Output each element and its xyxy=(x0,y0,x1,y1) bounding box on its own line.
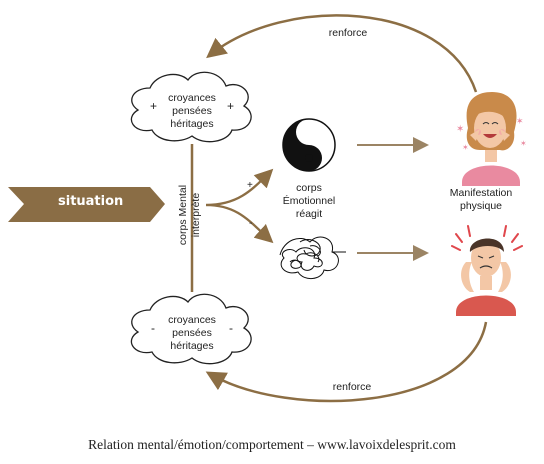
svg-text:✶: ✶ xyxy=(516,117,524,127)
fork-upper-arrow xyxy=(205,168,274,207)
vertical-line-2: interprète xyxy=(190,192,202,238)
manifestation-line-1: Manifestation xyxy=(449,187,513,199)
body-line-1: corps xyxy=(296,182,322,194)
top-reinforce-arrow xyxy=(206,14,478,93)
figure-caption: Relation mental/émotion/comportement – w… xyxy=(88,437,456,452)
top-cloud-line-2: pensées xyxy=(172,105,212,117)
bottom-renforce-label: renforce xyxy=(332,381,372,393)
bottom-cloud-line-3: héritages xyxy=(170,340,214,352)
situation-label: situation xyxy=(58,194,124,209)
top-cloud-line-3: héritages xyxy=(170,118,214,130)
tangled-scribble-icon xyxy=(279,236,346,279)
bottom-belief-cloud xyxy=(130,293,252,365)
top-cloud-line-1: croyances xyxy=(168,92,216,104)
body-line-2: Émotionnel xyxy=(282,195,336,207)
bottom-cloud-text: croyances pensées héritages xyxy=(152,314,232,353)
bottom-cloud-line-2: pensées xyxy=(172,327,212,339)
svg-text:✶: ✶ xyxy=(456,124,464,135)
top-cloud-sign-right: + xyxy=(227,99,235,113)
manifestation-label: Manifestation physique xyxy=(432,187,530,213)
mental-interprets-label: corps Mental interprète xyxy=(177,165,207,265)
manifestation-line-2: physique xyxy=(459,200,503,212)
fork-minus-sign: - xyxy=(249,218,253,229)
vertical-line-1: corps Mental xyxy=(177,184,189,246)
body-line-3: réagit xyxy=(295,208,323,220)
bottom-reinforce-arrow xyxy=(205,321,488,403)
fork-lower-arrow xyxy=(205,203,274,244)
top-renforce-label: renforce xyxy=(328,27,368,39)
top-cloud-text: croyances pensées héritages xyxy=(152,92,232,131)
happy-woman-icon: ✶ ✶ ✶ ✶ xyxy=(456,92,527,186)
bottom-cloud-sign-right: - xyxy=(229,321,233,335)
yin-yang-icon xyxy=(282,118,336,172)
bottom-cloud-line-1: croyances xyxy=(168,314,216,326)
svg-text:✶: ✶ xyxy=(462,143,469,152)
fork-plus-sign: + xyxy=(247,180,253,191)
stressed-man-icon xyxy=(451,225,523,316)
situation-arrow-shape xyxy=(8,187,165,222)
top-belief-cloud xyxy=(130,71,252,143)
emotional-body-label: corps Émotionnel réagit xyxy=(276,182,342,221)
svg-text:✶: ✶ xyxy=(520,139,527,148)
bottom-cloud-sign-left: - xyxy=(151,321,155,335)
top-cloud-sign-left: + xyxy=(150,99,158,113)
